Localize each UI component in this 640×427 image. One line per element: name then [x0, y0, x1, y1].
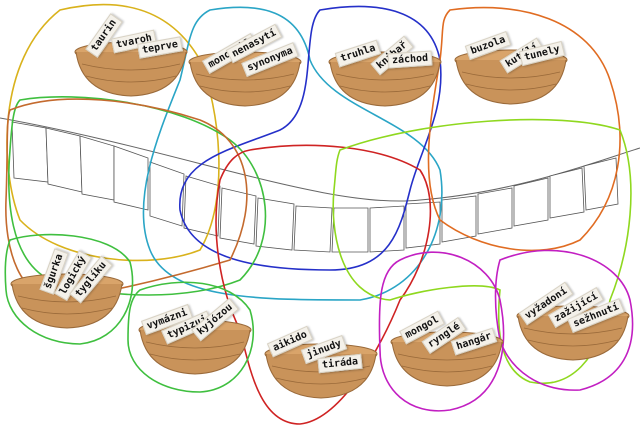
basket-5[interactable]: šgurka logický tyglíku: [8, 248, 126, 330]
word-card[interactable]: záchod: [387, 50, 433, 69]
basket-4[interactable]: buzola kutálí tunely: [452, 28, 570, 106]
basket-2[interactable]: monocykl nenasytí synonyma: [186, 23, 304, 108]
basket-3[interactable]: truhla knihař záchod: [326, 30, 444, 108]
basket-8[interactable]: mongol rynglé hangár: [388, 310, 506, 388]
basket-9[interactable]: vyžadoní zažijící sežhnutí: [514, 281, 632, 362]
basket-1[interactable]: taurin tvaroh teprve: [72, 13, 190, 98]
basket-6[interactable]: vymázni typizuj kyjózou: [136, 297, 254, 376]
basket-7[interactable]: aikido jinudy tiráda: [262, 322, 380, 400]
